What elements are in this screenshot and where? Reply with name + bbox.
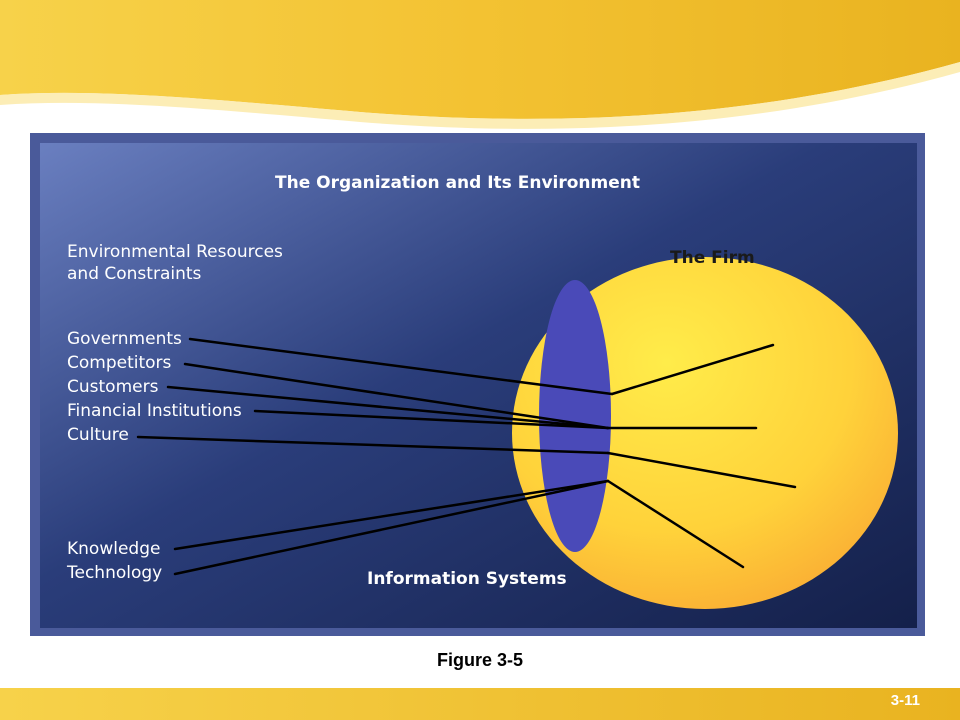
page-number: 3-11 (890, 692, 920, 709)
figure-caption: Figure 3-5 (436, 650, 524, 670)
resources-heading: Environmental Resources and Constraints (67, 241, 283, 285)
factor-culture: Culture (67, 425, 129, 445)
resources-heading-line1: Environmental Resources (67, 242, 283, 262)
connector-governments (188, 337, 614, 396)
diagram-title: The Organization and Its Environment (275, 173, 640, 193)
factor-customers: Customers (67, 377, 159, 397)
factor-connectors (136, 337, 614, 576)
connector-technology (173, 479, 610, 576)
resources-heading-line2: and Constraints (67, 264, 202, 284)
bottom-banner (0, 688, 960, 720)
information-systems-label: Information Systems (367, 569, 567, 589)
information-systems-disc (539, 280, 611, 552)
firm-connectors (606, 343, 797, 569)
connector-culture (136, 435, 610, 455)
top-banner (0, 0, 960, 119)
connector-competitors (183, 362, 610, 430)
factor-technology: Technology (67, 563, 163, 583)
connector-knowledge (173, 479, 610, 551)
firm-connector-4 (606, 479, 745, 569)
connector-customers (166, 385, 610, 430)
connector-financial-institutions (253, 409, 610, 430)
factor-knowledge: Knowledge (67, 539, 161, 559)
firm-connector-1 (610, 343, 775, 396)
top-banner-highlight (0, 62, 960, 129)
factor-competitors: Competitors (67, 353, 172, 373)
firm-circle (512, 257, 898, 609)
factor-governments: Governments (67, 329, 182, 349)
factor-financial-institutions: Financial Institutions (67, 401, 242, 421)
firm-label: The Firm (670, 248, 755, 268)
firm-connector-3 (606, 451, 797, 489)
diagram-panel: The Organization and Its Environment Env… (30, 133, 925, 636)
